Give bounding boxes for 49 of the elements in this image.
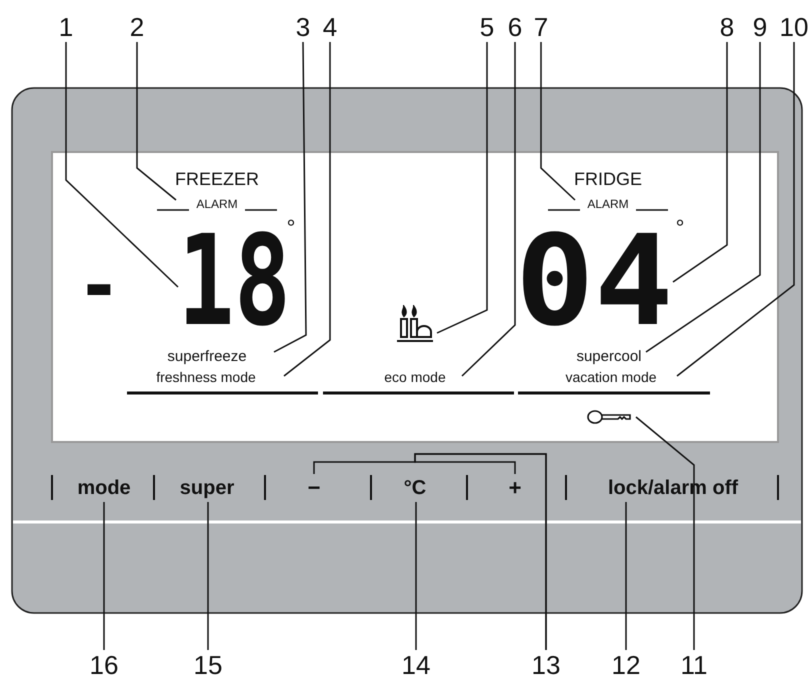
- leader-line: [646, 42, 761, 353]
- button-label: −: [298, 474, 330, 502]
- leader-line: [676, 42, 795, 377]
- button-label: super: [170, 474, 244, 502]
- alarm-label: ALARM: [195, 198, 239, 210]
- leader-line: [636, 416, 695, 650]
- alarm-label: ALARM: [586, 198, 630, 210]
- display-heading: FRIDGE: [574, 170, 642, 188]
- leader-line: [672, 42, 728, 283]
- status-label: freshness mode: [128, 368, 284, 386]
- display-heading: FREEZER: [174, 170, 259, 188]
- leader-line: [284, 42, 331, 377]
- callout-number: 11: [678, 650, 710, 680]
- temperature-digits: 04: [515, 232, 673, 332]
- callout-number: 1: [52, 12, 80, 42]
- callout-number: 2: [123, 12, 151, 42]
- status-label: supercool: [572, 347, 646, 365]
- callout-number: 4: [316, 12, 344, 42]
- callout-number: 6: [501, 12, 529, 42]
- leader-line: [103, 502, 105, 650]
- callout-number: 12: [610, 650, 642, 680]
- leader-line: [540, 42, 576, 201]
- status-label: superfreeze: [140, 347, 274, 365]
- leader-line: [414, 453, 547, 650]
- leader-line: [274, 42, 307, 353]
- leader-line: [436, 42, 488, 334]
- leader-line: [207, 502, 209, 650]
- leader-line: [625, 502, 627, 650]
- callout-number: 16: [88, 650, 120, 680]
- degree-sign: °: [674, 218, 686, 238]
- status-label: eco mode: [368, 368, 462, 386]
- minus-sign: -: [83, 268, 115, 298]
- button-label: +: [499, 474, 531, 502]
- leader-line: [65, 42, 179, 288]
- button-label: mode: [68, 474, 140, 502]
- leader-line: [461, 42, 516, 377]
- callout-number: 7: [527, 12, 555, 42]
- callout-number: 8: [713, 12, 741, 42]
- callout-number: 15: [192, 650, 224, 680]
- callout-number: 9: [746, 12, 774, 42]
- callout-number: 14: [400, 650, 432, 680]
- status-label: vacation mode: [545, 368, 677, 386]
- callout-number: 10: [778, 12, 810, 42]
- leader-line: [415, 502, 417, 650]
- callout-number: 5: [473, 12, 501, 42]
- leader-line: [136, 42, 176, 201]
- callout-number: 3: [289, 12, 317, 42]
- button-label: °C: [393, 474, 437, 502]
- callout-number: 13: [530, 650, 562, 680]
